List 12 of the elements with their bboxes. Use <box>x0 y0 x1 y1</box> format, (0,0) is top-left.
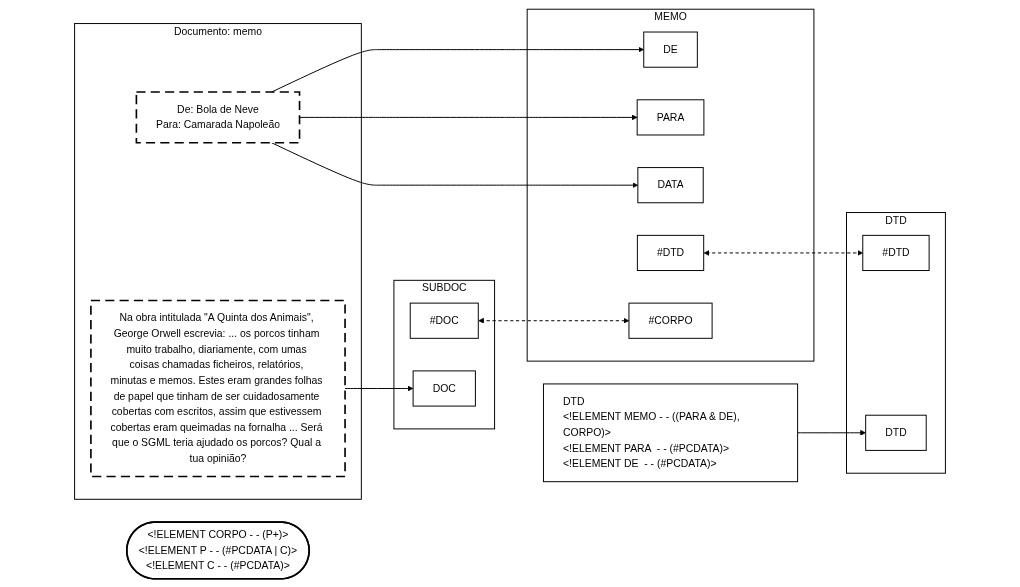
node-box: PARA <box>636 98 705 135</box>
node-box: Na obra intitulada "A Quinta dos Animais", George Orwell escrevia: ... os porcos tinham muito trabalho, diariamente, com umas coisas chamadas ficheiros, relatórios, minutas e memos. Estes eram grandes folhas de papel que tinham de ser cuidadosamente cobertas com escritos, assim que estivessem cobertas eram queimadas na fornalha ... Será que o SGML teria ajudado os porcos? Qual a tua opinião? <box>90 299 346 477</box>
node-box: DE <box>643 31 698 68</box>
node-box: DTD <!ELEMENT MEMO - - ((PARA & DE), CORPO)> <!ELEMENT PARA - - (#PCDATA)> <!ELEMENT DE - - (#PCDATA)> <box>542 382 799 482</box>
node-box: #DOC <box>409 302 479 339</box>
node-box: DTD <box>865 414 927 451</box>
node-box: DOC <box>412 369 476 407</box>
node-box: DATA <box>637 166 704 203</box>
node-box: De: Bola de Neve Para: Camarada Napoleão <box>135 90 301 144</box>
node-box: #DTD <box>636 234 705 271</box>
node-box: #DTD <box>862 234 930 271</box>
node-box: #CORPO <box>628 302 713 339</box>
